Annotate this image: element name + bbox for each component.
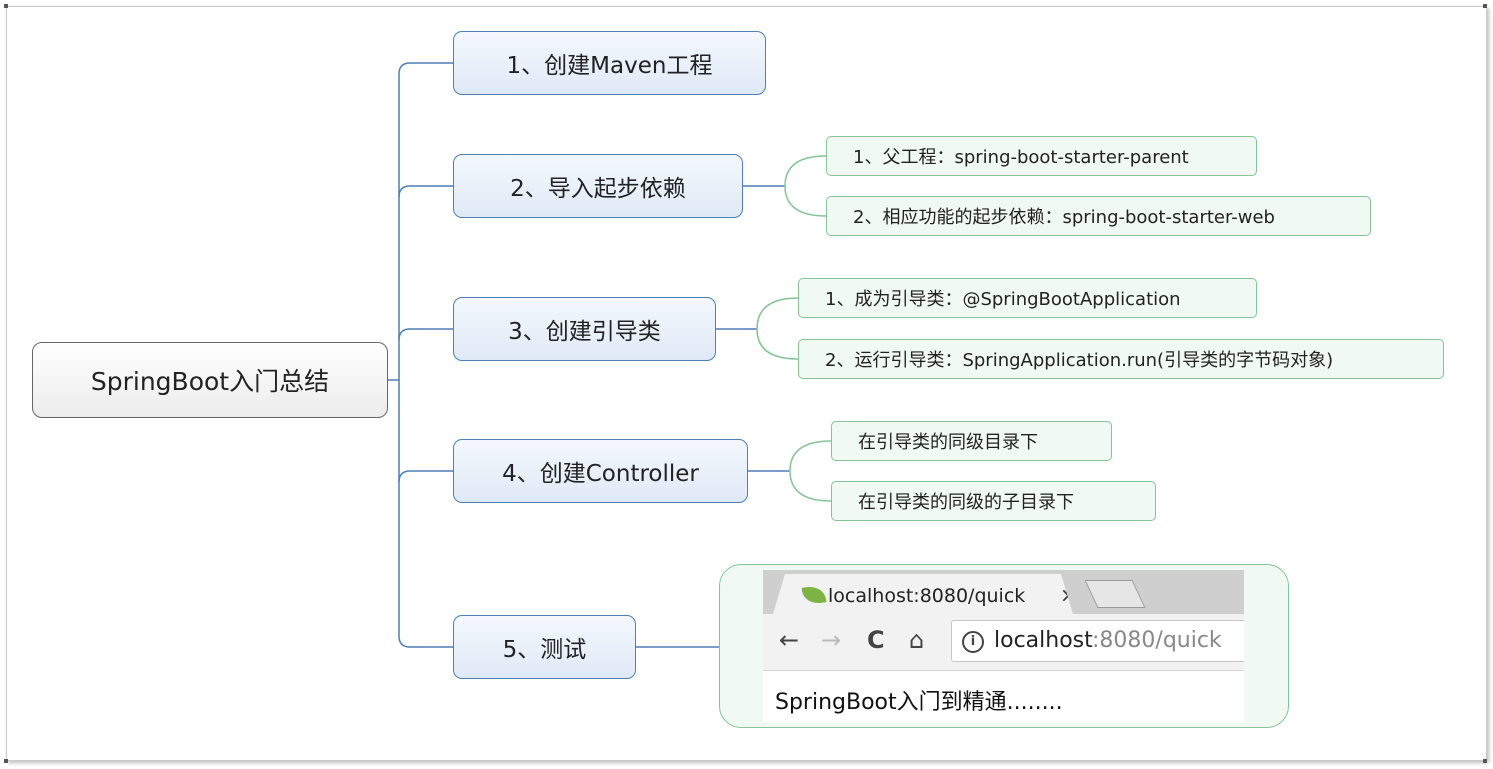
url-path: :8080/quick: [1092, 628, 1222, 653]
sub-same-dir: 在引导类的同级目录下: [831, 421, 1112, 461]
sub-springbootapplication: 1、成为引导类：@SpringBootApplication: [798, 278, 1257, 318]
step-test: 5、测试: [453, 615, 636, 679]
trunk-line: [398, 62, 453, 648]
frame-corner: [1483, 759, 1487, 763]
close-icon[interactable]: ×: [1060, 583, 1077, 607]
root-node: SpringBoot入门总结: [32, 342, 388, 418]
step-create-controller: 4、创建Controller: [453, 439, 748, 503]
new-tab-button[interactable]: [1084, 580, 1146, 608]
step-create-maven: 1、创建Maven工程: [453, 31, 766, 95]
reload-icon[interactable]: C: [867, 626, 885, 654]
browser-tab-bar: localhost:8080/quick ×: [763, 570, 1244, 614]
frame-corner: [4, 759, 8, 763]
home-icon[interactable]: ⌂: [909, 626, 925, 654]
browser-tab[interactable]: localhost:8080/quick ×: [773, 574, 1073, 614]
page-content-text: SpringBoot入门到精通........: [775, 690, 1063, 715]
forward-arrow-icon[interactable]: →: [821, 626, 842, 654]
sub-starter-web: 2、相应功能的起步依赖：spring-boot-starter-web: [826, 196, 1371, 236]
browser-toolbar: ← → C ⌂ i localhost :8080/quick: [763, 614, 1244, 671]
tab-title: localhost:8080/quick: [828, 585, 1026, 607]
browser-screenshot: localhost:8080/quick × ← → C ⌂ i localho…: [763, 570, 1244, 722]
branch-line-2: [398, 185, 453, 198]
frame-corner: [4, 4, 8, 8]
sub-sub-dir: 在引导类的同级的子目录下: [831, 481, 1156, 521]
sub-parent-project: 1、父工程：spring-boot-starter-parent: [826, 136, 1257, 176]
branch-line-4: [398, 470, 453, 483]
step-import-dependencies: 2、导入起步依赖: [453, 154, 743, 218]
spring-leaf-icon: [801, 584, 827, 606]
sub-connector-4: [789, 440, 832, 502]
sub-run-bootstrap: 2、运行引导类：SpringApplication.run(引导类的字节码对象): [798, 339, 1444, 379]
info-icon[interactable]: i: [962, 631, 984, 653]
step-create-bootstrap-class: 3、创建引导类: [453, 297, 716, 361]
branch-line-3: [398, 328, 453, 341]
address-bar[interactable]: i localhost :8080/quick: [951, 620, 1244, 662]
url-host: localhost: [994, 628, 1093, 653]
back-arrow-icon[interactable]: ←: [779, 626, 800, 654]
sub-connector-2: [784, 155, 827, 217]
sub-connector-3: [756, 297, 799, 360]
frame-corner: [1483, 4, 1487, 8]
